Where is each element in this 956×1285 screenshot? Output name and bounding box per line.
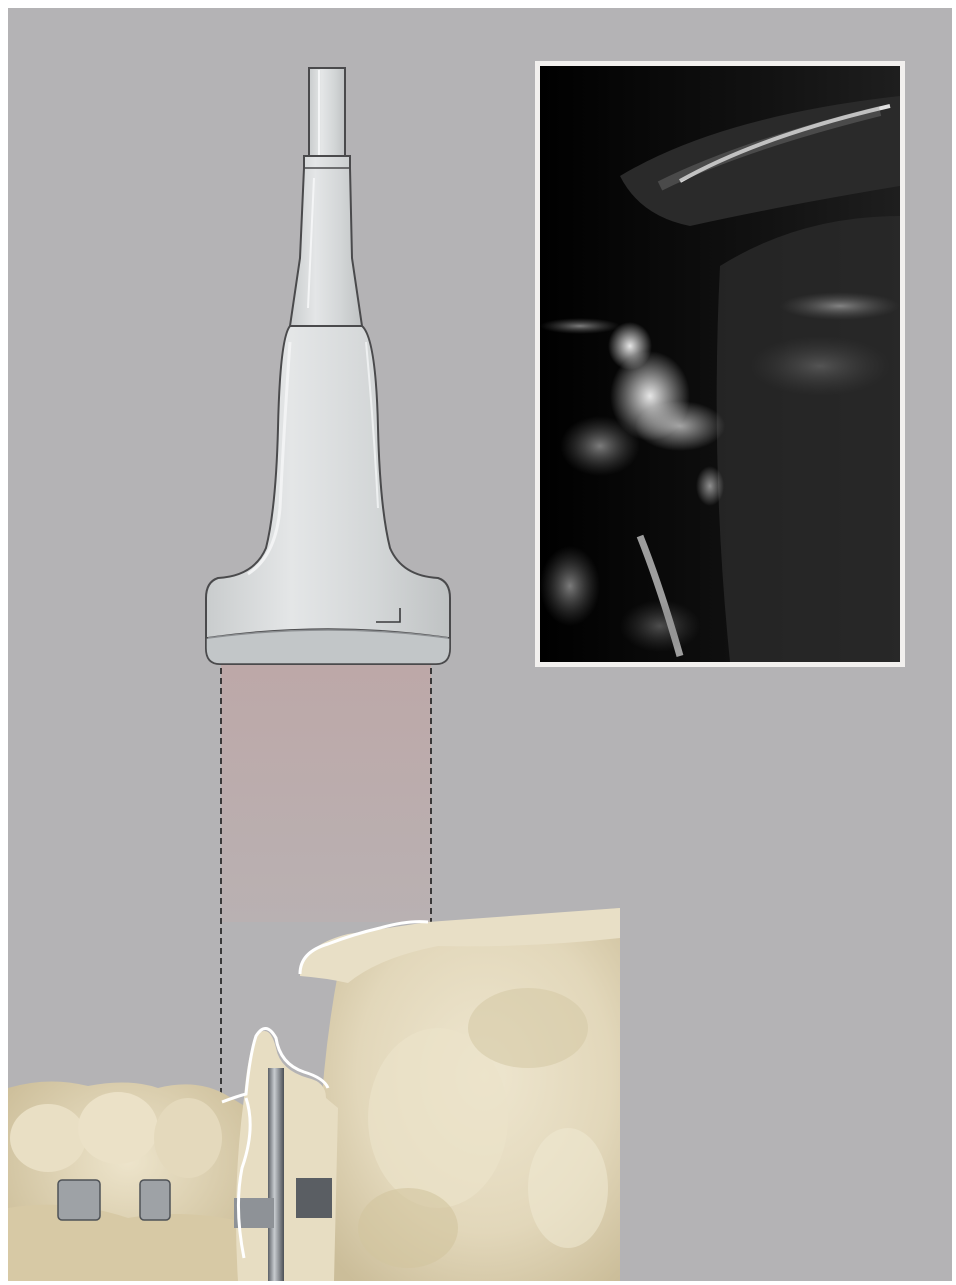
ultrasound-beam bbox=[221, 664, 431, 922]
skull-base-model bbox=[300, 908, 620, 1281]
figure-canvas bbox=[8, 8, 952, 1281]
ultrasound-inset-frame bbox=[535, 61, 905, 667]
ultrasound-scan-image bbox=[540, 66, 900, 662]
ultrasound-probe-icon bbox=[206, 68, 450, 664]
cervical-spine-model bbox=[8, 1031, 338, 1281]
